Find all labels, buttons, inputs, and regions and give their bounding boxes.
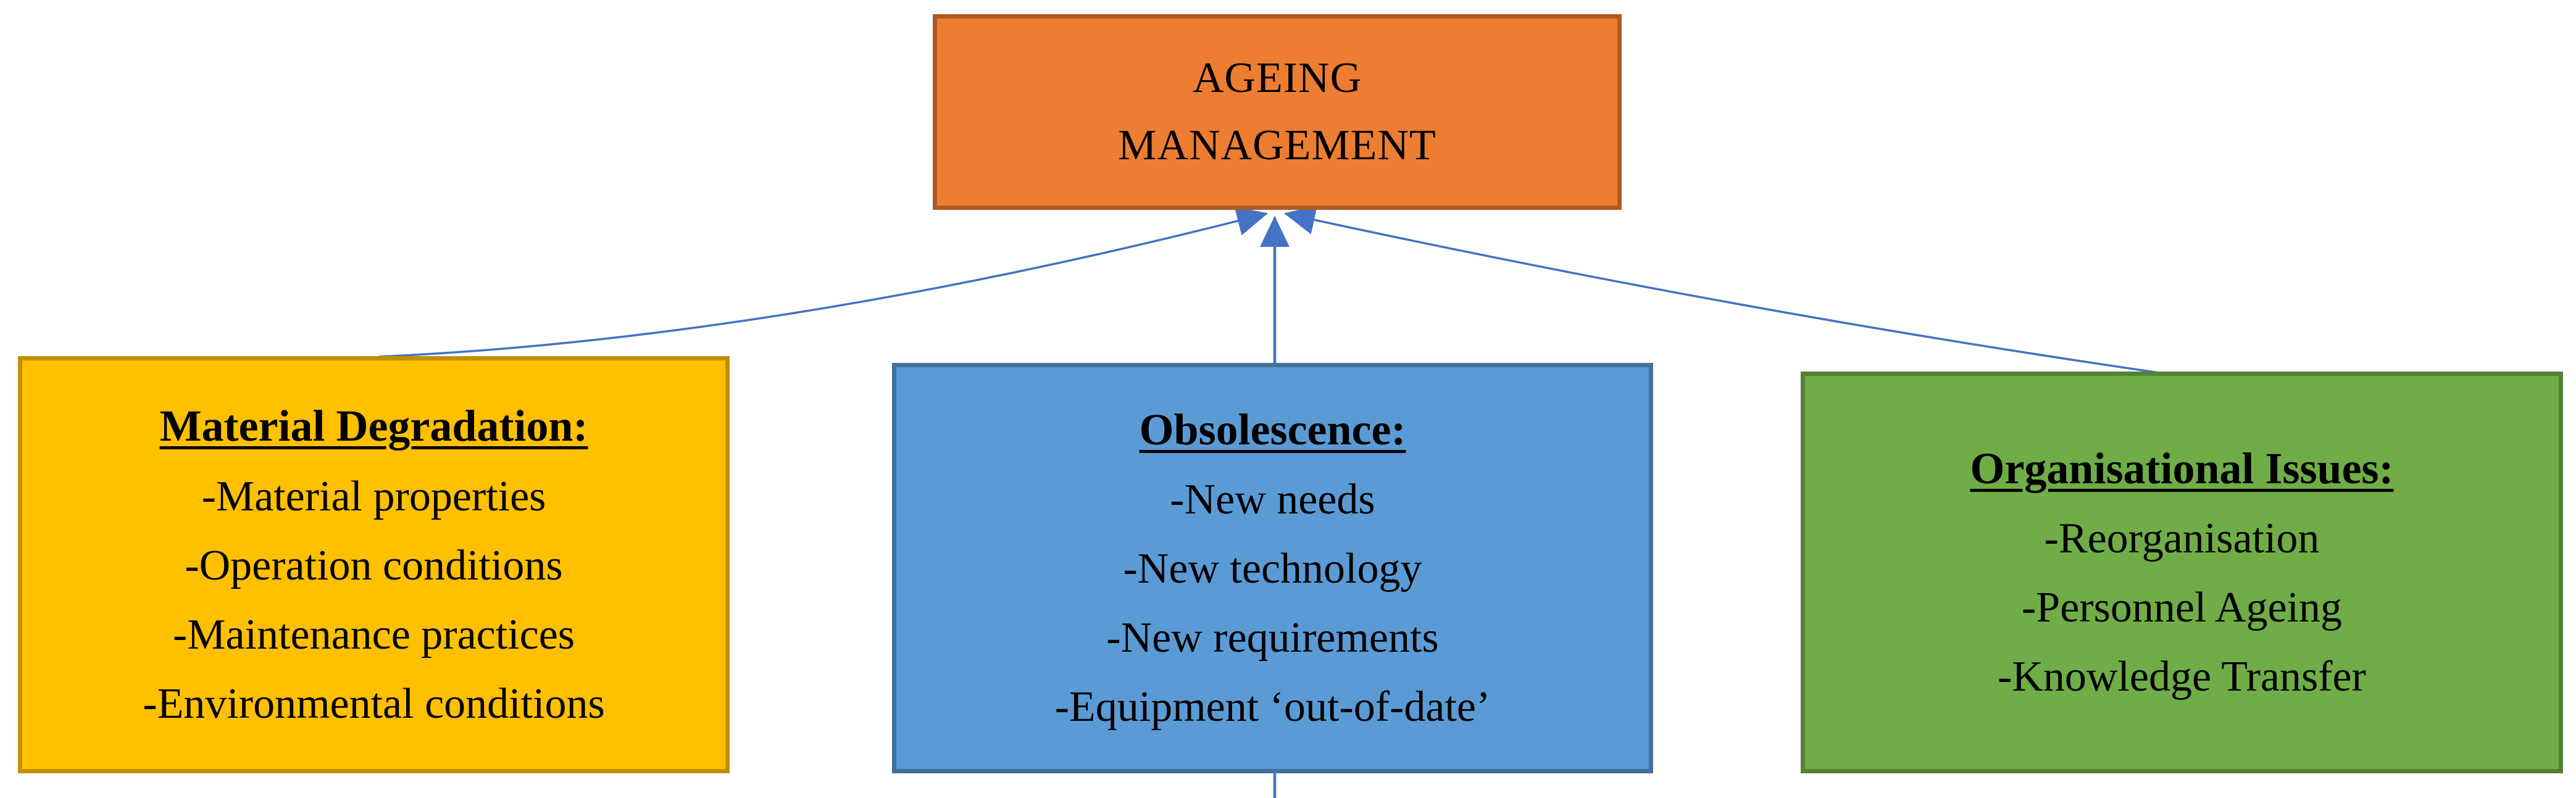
organisational-issues-box: Organisational Issues: -Reorganisation -… [1801,372,2563,773]
top-box-title-line: MANAGEMENT [1118,121,1436,169]
list-item: -Environmental conditions [143,680,605,728]
list-item: -New requirements [1106,614,1439,662]
list-item: -New technology [1123,545,1422,593]
list-item: -Knowledge Transfer [1998,653,2366,701]
list-item: -Equipment ‘out-of-date’ [1054,683,1491,731]
ageing-management-box: AGEING MANAGEMENT [933,14,1622,210]
connector-left-icon [378,206,1268,358]
box-title: Obsolescence: [1139,404,1406,454]
top-box-title-line: AGEING [1192,54,1362,102]
list-item: -Personnel Ageing [2021,584,2343,632]
box-title: Material Degradation: [159,401,588,451]
list-item: -Operation conditions [185,541,563,589]
connector-right-icon [1284,205,2164,375]
list-item: -Material properties [201,472,546,520]
material-degradation-box: Material Degradation: -Material properti… [18,356,730,773]
obsolescence-box: Obsolescence: -New needs -New technology… [892,363,1653,773]
box-title: Organisational Issues: [1970,443,2394,493]
list-item: -New needs [1170,476,1375,524]
list-item: -Reorganisation [2044,515,2320,563]
list-item: -Maintenance practices [172,610,575,659]
